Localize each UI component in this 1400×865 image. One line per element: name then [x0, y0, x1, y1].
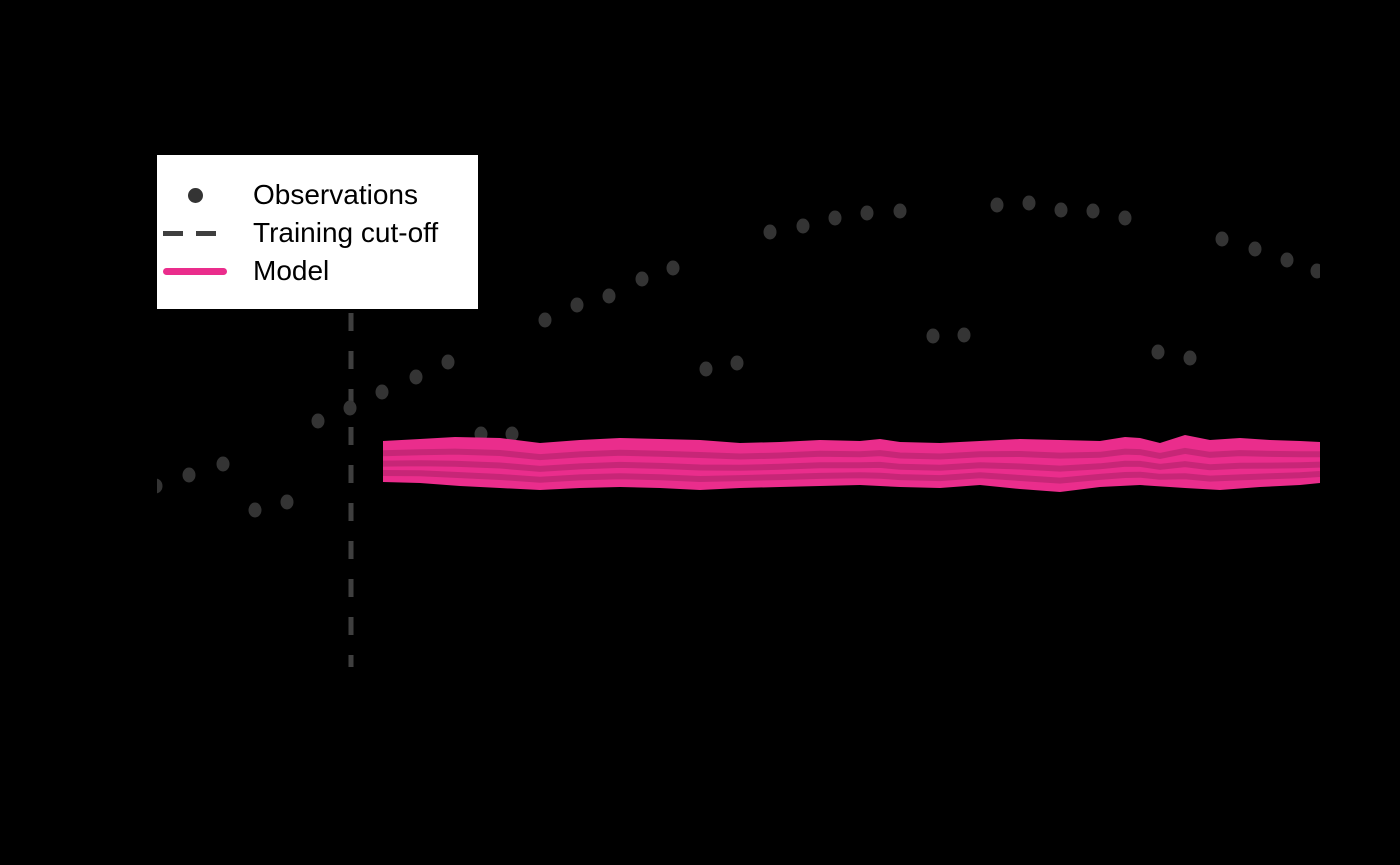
observation-point	[570, 297, 584, 313]
observation-point	[248, 502, 262, 518]
legend: Observations Training cut-off Model	[157, 155, 478, 309]
model-band	[383, 435, 1320, 492]
legend-item-model: Model	[157, 252, 478, 290]
legend-item-training-cutoff: Training cut-off	[157, 214, 478, 252]
legend-label-training-cutoff: Training cut-off	[253, 217, 439, 248]
observation-point	[505, 426, 519, 442]
observation-point	[926, 328, 940, 344]
observation-point	[990, 197, 1004, 213]
observations-dot-icon	[187, 187, 203, 203]
observation-point	[730, 355, 744, 371]
observation-point	[441, 354, 455, 370]
plot-panel	[157, 195, 1320, 667]
legend-label-observations: Observations	[253, 179, 418, 210]
observation-point	[828, 210, 842, 226]
model-line-icon	[163, 267, 227, 275]
model-band-streak	[382, 470, 1320, 484]
observation-point	[893, 203, 907, 219]
observation-point	[957, 327, 971, 343]
model-band-streak	[382, 447, 1320, 461]
observation-point	[1215, 231, 1229, 247]
observation-point	[699, 361, 713, 377]
observation-point	[280, 494, 294, 510]
model-band-streak	[382, 460, 1320, 472]
observation-point	[1248, 241, 1262, 257]
observation-point	[157, 478, 163, 494]
observation-point	[1022, 195, 1036, 211]
observation-point	[182, 467, 196, 483]
observation-point	[1054, 202, 1068, 218]
legend-item-observations: Observations	[157, 176, 478, 214]
observation-point	[1183, 350, 1197, 366]
observation-point	[375, 384, 389, 400]
observation-point	[602, 288, 616, 304]
observation-point	[1086, 203, 1100, 219]
legend-label-model: Model	[253, 255, 330, 286]
observation-point	[1118, 210, 1132, 226]
observation-point	[538, 312, 552, 328]
observation-point	[666, 260, 680, 276]
observation-point	[311, 413, 325, 429]
observation-point	[860, 205, 874, 221]
observation-point	[763, 224, 777, 240]
observation-point	[343, 400, 357, 416]
observation-point	[409, 369, 423, 385]
observation-point	[1151, 344, 1165, 360]
observation-point	[796, 218, 810, 234]
observation-point	[635, 271, 649, 287]
observation-point	[1280, 252, 1294, 268]
observation-point	[1310, 263, 1320, 279]
observation-point	[216, 456, 230, 472]
training-cutoff-dash-icon	[163, 230, 227, 236]
